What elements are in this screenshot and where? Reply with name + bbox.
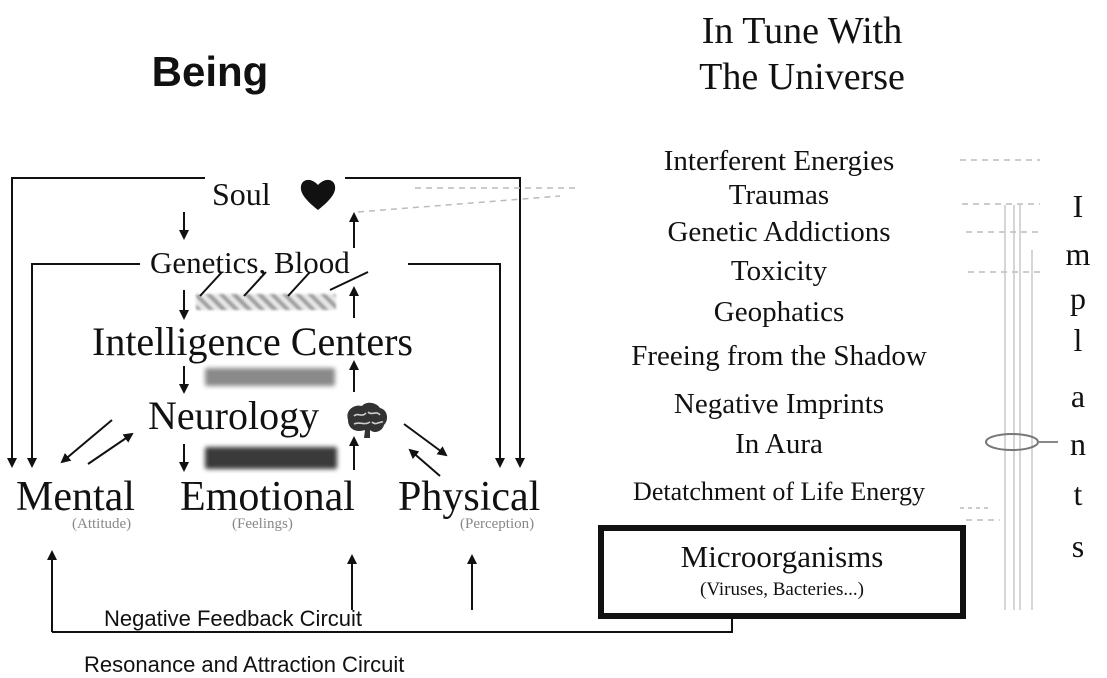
neurology-label: Neurology [148,393,320,438]
heart-icon [300,179,336,210]
implants-letter: I [1072,188,1084,224]
universe-title: In Tune With The Universe [699,8,905,100]
implants-letter: s [1071,528,1085,564]
universe-title-line-1: In Tune With [701,10,903,52]
implants-letter: p [1070,280,1086,316]
interference-item: Negative Imprints [673,388,885,420]
interference-item: Genetic Addictions [667,216,891,248]
resonance-attraction-circuit-label: Resonance and Attraction Circuit [84,652,405,677]
blurred-bar-lower [205,447,337,469]
microorganisms-title: Microorganisms [680,539,884,574]
blurred-bar-upper [205,368,335,386]
microorganisms-box: Microorganisms (Viruses, Bacteries...) [598,525,966,619]
feelings-sublabel: (Feelings) [232,516,293,532]
brain-icon [347,402,388,438]
mental-label: Mental [16,474,135,520]
interference-item: Interferent Energies [663,145,895,177]
negative-feedback-circuit-label: Negative Feedback Circuit [104,606,363,631]
genetics-blood-label: Genetics, Blood [150,245,350,280]
perception-sublabel: (Perception) [460,516,535,532]
interference-item: Detatchment of Life Energy [633,477,925,506]
interference-item: Freeing from the Shadow [631,340,927,372]
implants-letter: n [1070,426,1086,462]
physical-label: Physical [398,474,541,520]
interference-item: Toxicity [730,255,828,287]
interference-item: Traumas [728,179,830,211]
universe-title-line-2: The Universe [699,56,905,98]
implants-letter: m [1065,236,1091,272]
intelligence-centers-label: Intelligence Centers [92,319,413,364]
emotional-label: Emotional [180,474,355,520]
implants-letter: l [1073,322,1083,358]
attitude-sublabel: (Attitude) [72,516,132,532]
microorganisms-subtitle: (Viruses, Bacteries...) [700,579,864,600]
interference-item: In Aura [735,428,823,460]
interference-item: Geophatics [713,296,845,328]
hatched-bar [196,294,336,310]
implants-letter: t [1073,476,1083,512]
soul-label: Soul [212,176,271,212]
implants-letter: a [1070,378,1086,414]
being-title: Being [151,48,269,95]
